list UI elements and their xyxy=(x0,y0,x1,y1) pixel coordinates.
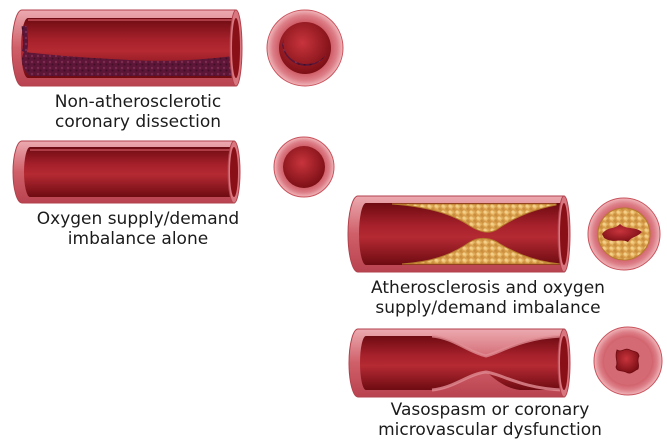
supply-demand-vessel xyxy=(13,141,240,203)
caption-supply-demand: Oxygen supply/demand imbalance alone xyxy=(10,209,266,249)
caption-vasospasm-line-2: microvascular dysfunction xyxy=(340,420,640,440)
dissection-vessel xyxy=(12,10,242,86)
caption-supply-demand-line-1: Oxygen supply/demand xyxy=(10,209,266,229)
caption-supply-demand-line-2: imbalance alone xyxy=(10,229,266,249)
caption-dissection-line-2: coronary dissection xyxy=(20,112,256,132)
atherosclerosis-cross-section xyxy=(588,198,660,270)
caption-vasospasm: Vasospasm or coronary microvascular dysf… xyxy=(340,400,640,440)
caption-dissection: Non-atherosclerotic coronary dissection xyxy=(20,92,256,132)
supply-demand-cross-section xyxy=(274,137,334,197)
caption-vasospasm-line-1: Vasospasm or coronary xyxy=(340,400,640,420)
atherosclerosis-vessel xyxy=(348,196,570,272)
caption-atherosclerosis: Atherosclerosis and oxygen supply/demand… xyxy=(338,278,638,318)
vasospasm-vessel xyxy=(349,329,570,397)
caption-dissection-line-1: Non-atherosclerotic xyxy=(20,92,256,112)
caption-atherosclerosis-line-1: Atherosclerosis and oxygen xyxy=(338,278,638,298)
caption-atherosclerosis-line-2: supply/demand imbalance xyxy=(338,298,638,318)
dissection-cross-section xyxy=(267,10,343,86)
vasospasm-cross-section xyxy=(594,327,662,395)
